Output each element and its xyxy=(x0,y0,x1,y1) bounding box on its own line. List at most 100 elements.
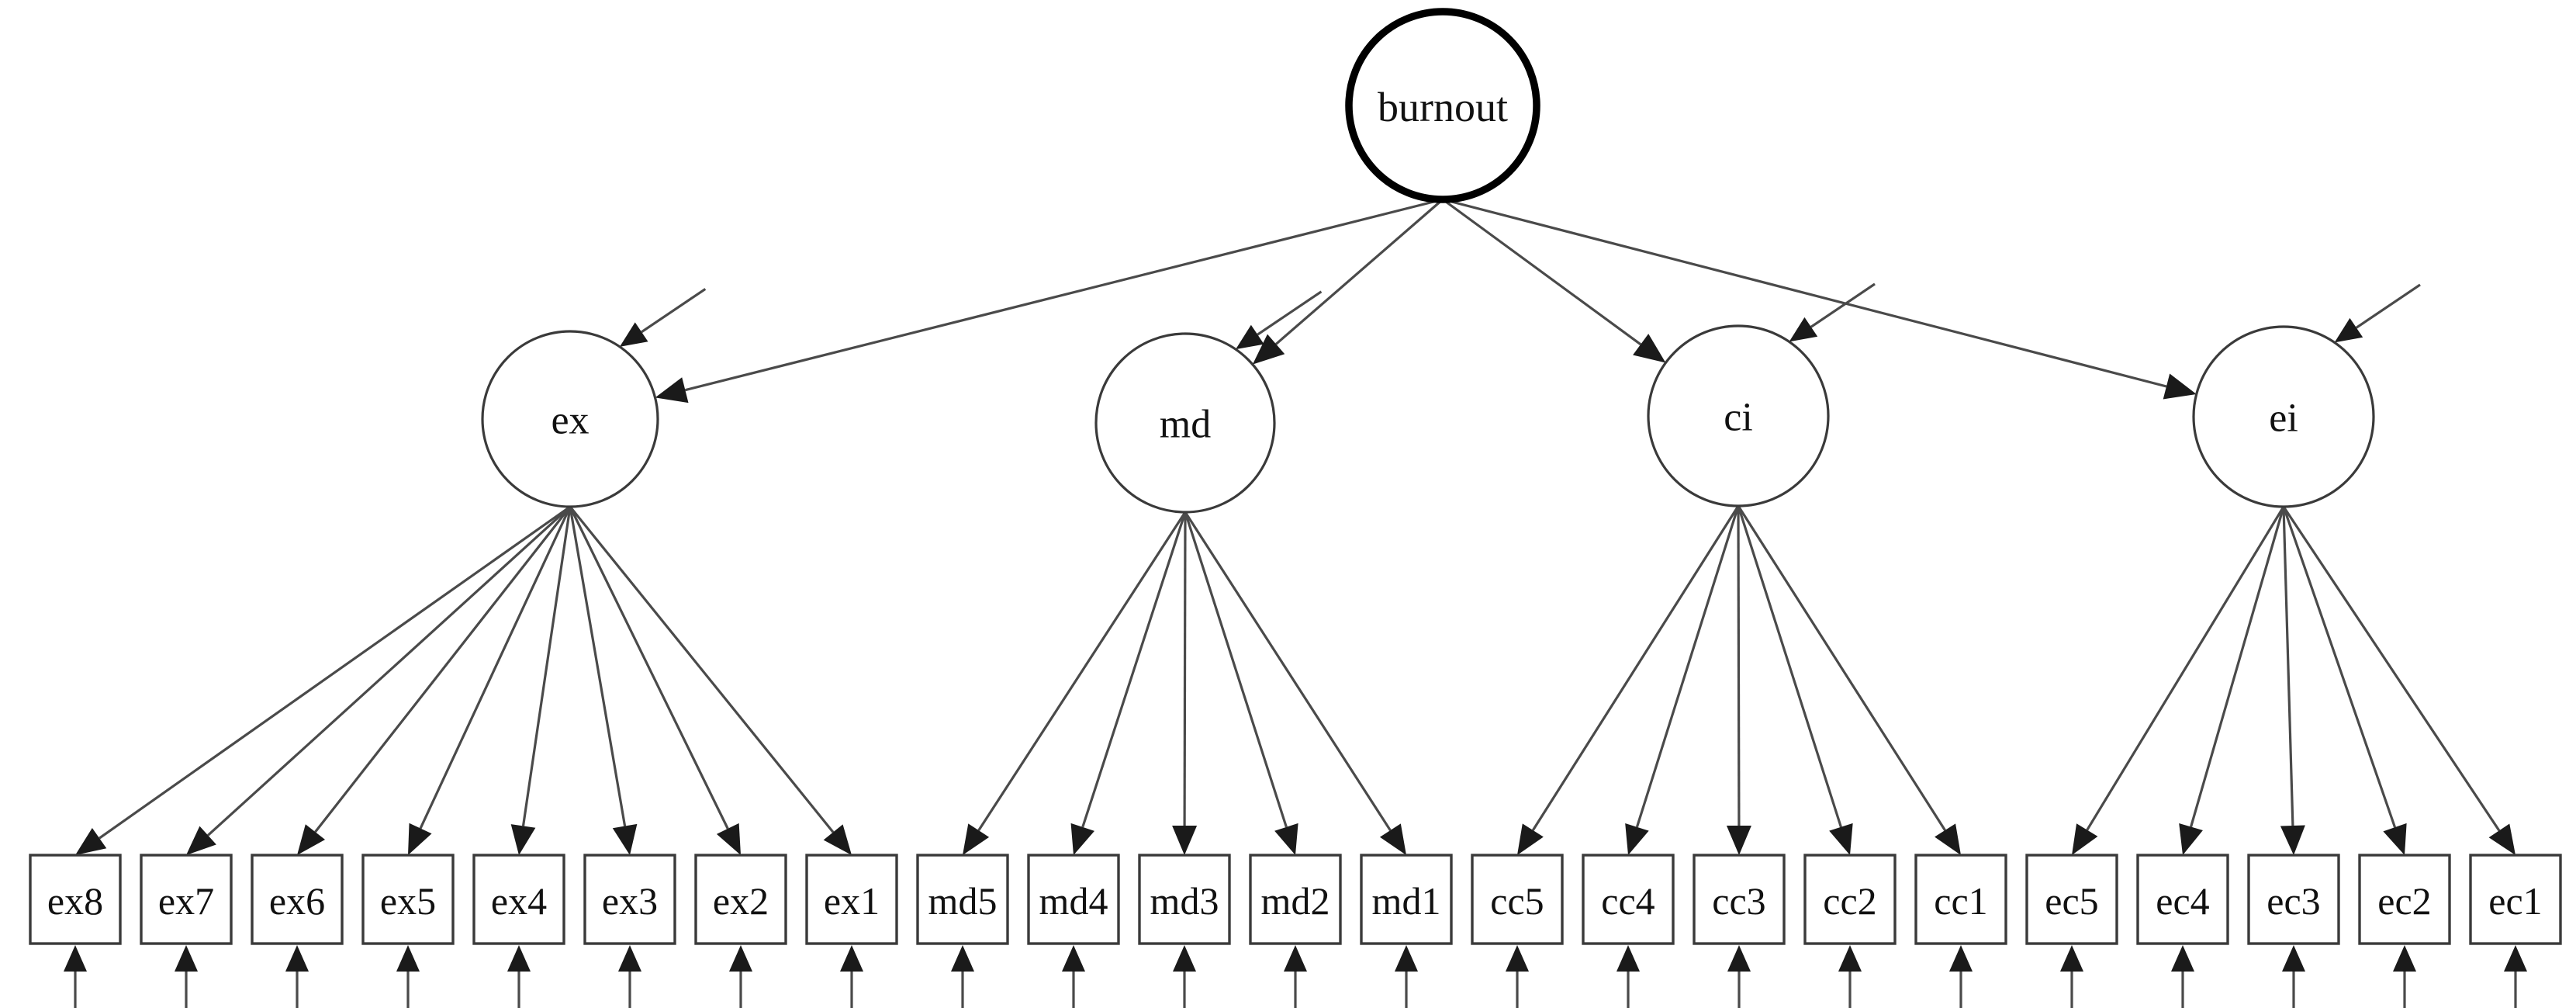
arrowhead-ex-to-ex8 xyxy=(75,828,107,855)
arrowhead-residual-ec4 xyxy=(2171,945,2194,972)
indicator-label-ec2: ec2 xyxy=(2377,879,2431,923)
indicator-node-ec4[interactable]: ec4 xyxy=(2136,854,2229,945)
arrowhead-residual-md1 xyxy=(1395,945,1418,972)
indicator-box-ex7[interactable] xyxy=(140,854,233,945)
arrowhead-residual-ex5 xyxy=(396,945,420,972)
indicator-box-cc4[interactable] xyxy=(1582,854,1675,945)
indicator-box-ec2[interactable] xyxy=(2358,854,2451,945)
indicator-node-ec5[interactable]: ec5 xyxy=(2025,854,2118,945)
arrowhead-ex-to-ex2 xyxy=(716,823,741,855)
indicator-label-cc2: cc2 xyxy=(1823,879,1876,923)
indicator-label-ex3: ex3 xyxy=(602,879,658,923)
indicator-node-ec2[interactable]: ec2 xyxy=(2358,854,2451,945)
second-order-node-burnout[interactable]: burnout xyxy=(1345,8,1540,203)
indicator-node-md2[interactable]: md2 xyxy=(1249,854,1342,945)
loading-path-md-to-md4 xyxy=(1081,511,1187,828)
indicator-label-ex8: ex8 xyxy=(47,879,103,923)
factor-ellipse-md[interactable] xyxy=(1094,332,1276,514)
loading-path-ci-to-cc4 xyxy=(1635,505,1740,828)
arrowhead-ci-to-cc3 xyxy=(1726,825,1751,855)
factor-ellipse-ei[interactable] xyxy=(2192,325,2375,508)
indicator-node-cc5[interactable]: cc5 xyxy=(1471,854,1564,945)
indicator-box-md5[interactable] xyxy=(916,854,1009,945)
second-order-label-burnout: burnout xyxy=(1378,84,1508,130)
indicator-box-ec3[interactable] xyxy=(2247,854,2340,945)
indicator-node-ex4[interactable]: ex4 xyxy=(472,854,565,945)
factor-node-ei[interactable]: ei xyxy=(2192,325,2375,508)
arrowhead-residual-ec5 xyxy=(2060,945,2083,972)
loading-path-ci-to-cc3 xyxy=(1737,505,1741,826)
structural-path-burnout-to-ei xyxy=(1442,198,2167,388)
indicator-box-md2[interactable] xyxy=(1249,854,1342,945)
factor-node-md[interactable]: md xyxy=(1094,332,1276,514)
indicator-node-ex7[interactable]: ex7 xyxy=(140,854,233,945)
indicator-label-cc1: cc1 xyxy=(1934,879,1987,923)
indicator-node-ec1[interactable]: ec1 xyxy=(2469,854,2562,945)
indicator-box-ec4[interactable] xyxy=(2136,854,2229,945)
indicator-node-ex3[interactable]: ex3 xyxy=(583,854,676,945)
indicator-box-ec5[interactable] xyxy=(2025,854,2118,945)
indicator-label-ex1: ex1 xyxy=(824,879,880,923)
indicator-node-cc1[interactable]: cc1 xyxy=(1914,854,2007,945)
indicator-box-cc2[interactable] xyxy=(1803,854,1897,945)
indicator-node-cc4[interactable]: cc4 xyxy=(1582,854,1675,945)
arrowhead-residual-ec3 xyxy=(2282,945,2305,972)
second-order-ellipse-burnout[interactable] xyxy=(1345,8,1540,203)
arrowhead-residual-md4 xyxy=(1062,945,1085,972)
indicator-node-ec3[interactable]: ec3 xyxy=(2247,854,2340,945)
arrowhead-residual-md5 xyxy=(951,945,974,972)
indicator-node-ex2[interactable]: ex2 xyxy=(694,854,787,945)
indicator-box-cc3[interactable] xyxy=(1693,854,1786,945)
arrowhead-residual-md2 xyxy=(1284,945,1307,972)
indicator-node-ex8[interactable]: ex8 xyxy=(29,854,122,945)
factor-ellipse-ci[interactable] xyxy=(1647,324,1830,507)
indicator-box-md4[interactable] xyxy=(1027,854,1120,945)
indicator-node-ex6[interactable]: ex6 xyxy=(251,854,344,945)
indicator-node-md1[interactable]: md1 xyxy=(1360,854,1453,945)
loading-path-ex-to-ex1 xyxy=(569,505,835,833)
measurement-path-layer xyxy=(75,505,2515,855)
loading-path-ei-to-ec2 xyxy=(2282,506,2397,828)
arrowhead-burnout-to-ex xyxy=(655,377,689,404)
indicator-node-ex5[interactable]: ex5 xyxy=(361,854,455,945)
arrowhead-residual-ex3 xyxy=(618,945,641,972)
indicator-node-md4[interactable]: md4 xyxy=(1027,854,1120,945)
loading-path-ei-to-ec3 xyxy=(2282,506,2294,826)
indicator-label-ec4: ec4 xyxy=(2156,879,2209,923)
arrowhead-ei-to-ec5 xyxy=(2072,823,2098,855)
factor-ellipse-ex[interactable] xyxy=(481,330,659,508)
indicator-label-md1: md1 xyxy=(1372,879,1441,923)
factor-label-ci: ci xyxy=(1724,396,1753,440)
arrowhead-burnout-to-md xyxy=(1252,334,1285,365)
indicator-residual-layer xyxy=(64,945,2527,1008)
factor-residual-layer xyxy=(619,282,2421,350)
loading-path-ex-to-ex4 xyxy=(521,506,572,826)
arrowhead-residual-ex4 xyxy=(507,945,531,972)
indicator-box-ex2[interactable] xyxy=(694,854,787,945)
indicator-box-cc1[interactable] xyxy=(1914,854,2007,945)
indicator-node-cc3[interactable]: cc3 xyxy=(1693,854,1786,945)
indicator-node-cc2[interactable]: cc2 xyxy=(1803,854,1897,945)
residual-path-ex xyxy=(641,288,707,334)
indicator-box-ex1[interactable] xyxy=(805,854,898,945)
indicator-node-md3[interactable]: md3 xyxy=(1138,854,1231,945)
arrowhead-residual-ex7 xyxy=(175,945,198,972)
indicator-box-ec1[interactable] xyxy=(2469,854,2562,945)
factor-label-ei: ei xyxy=(2269,397,2298,441)
indicator-box-ex8[interactable] xyxy=(29,854,122,945)
indicator-box-md1[interactable] xyxy=(1360,854,1453,945)
indicator-node-md5[interactable]: md5 xyxy=(916,854,1009,945)
indicator-box-ex4[interactable] xyxy=(472,854,565,945)
indicator-box-ex6[interactable] xyxy=(251,854,344,945)
indicator-box-ex5[interactable] xyxy=(361,854,455,945)
loading-path-md-to-md2 xyxy=(1184,511,1288,828)
factor-node-ci[interactable]: ci xyxy=(1647,324,1830,507)
indicator-node-ex1[interactable]: ex1 xyxy=(805,854,898,945)
factor-node-ex[interactable]: ex xyxy=(481,330,659,508)
factor-label-ex: ex xyxy=(551,399,589,443)
indicator-box-md3[interactable] xyxy=(1138,854,1231,945)
loading-path-ci-to-cc5 xyxy=(1531,505,1740,831)
indicator-box-ex3[interactable] xyxy=(583,854,676,945)
indicator-box-cc5[interactable] xyxy=(1471,854,1564,945)
